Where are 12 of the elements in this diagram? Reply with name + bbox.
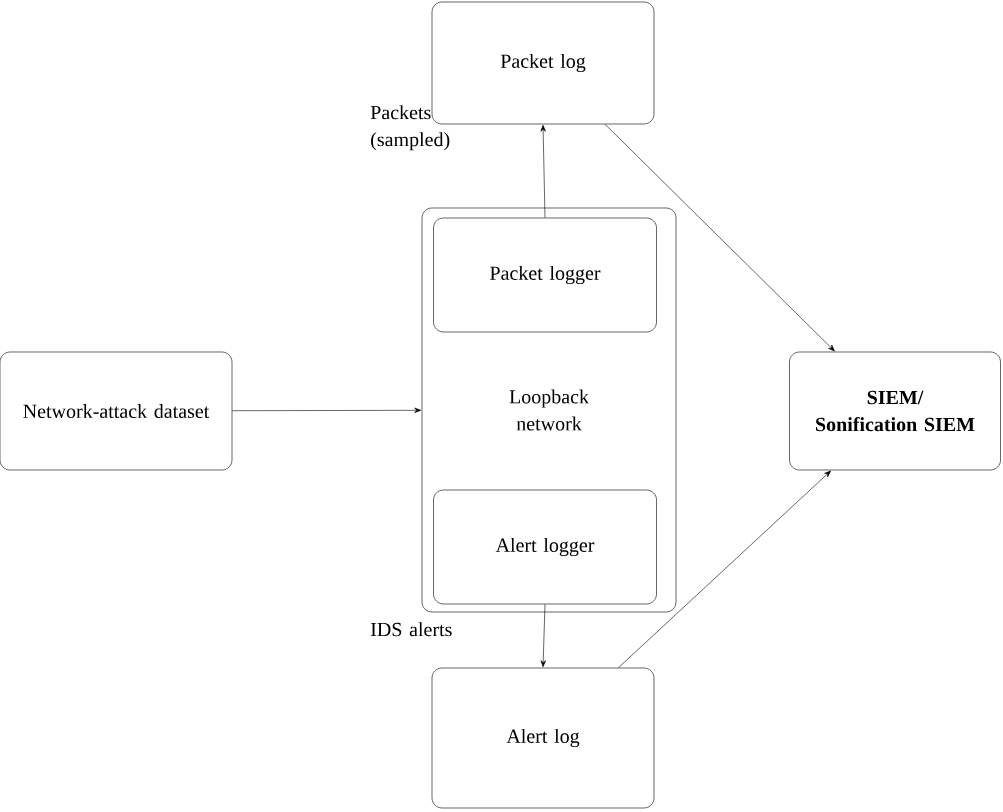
arrow <box>540 124 546 218</box>
process-box: SIEM/ Sonification SIEM <box>789 351 1001 471</box>
process-box: Packet log <box>431 1 655 125</box>
process-box: Network-attack dataset <box>0 351 233 471</box>
process-box: Alert log <box>431 667 655 809</box>
arrow <box>232 407 422 413</box>
arrow <box>618 470 831 668</box>
process-box: Packet logger <box>433 217 657 333</box>
edge-label: IDS alerts <box>370 622 452 637</box>
process-box: Alert logger <box>433 489 657 605</box>
arrow <box>604 124 835 352</box>
arrow <box>540 604 546 668</box>
